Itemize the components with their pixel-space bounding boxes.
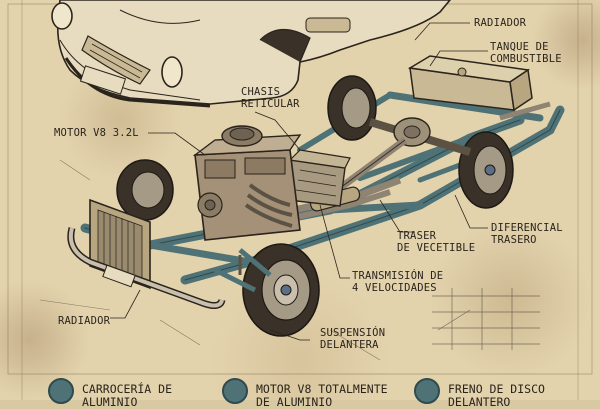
engine-icon bbox=[222, 378, 248, 404]
feature-aluminum-body: CARROCERÍA DE ALUMINIO bbox=[48, 378, 172, 409]
driveshaft bbox=[337, 137, 408, 191]
label-front-suspension: SUSPENSIÓN DELANTERA bbox=[320, 327, 386, 351]
feature-aluminum-engine: MOTOR V8 TOTALMENTE DE ALUMINIO bbox=[222, 378, 388, 409]
label-engine: MOTOR V8 3.2L bbox=[54, 127, 139, 139]
label-radiator-top: RADIADOR bbox=[474, 17, 527, 29]
leader-lines bbox=[110, 22, 488, 341]
label-radiator-bottom: RADIADOR bbox=[58, 315, 111, 327]
transmission bbox=[287, 149, 351, 207]
feature-front-disc-brake: FRENO DE DISCO DELANTERO bbox=[414, 378, 545, 409]
feature-text: MOTOR V8 TOTALMENTE DE ALUMINIO bbox=[256, 382, 388, 409]
measurement-grid bbox=[432, 288, 540, 350]
rear-left-wheel bbox=[327, 75, 377, 141]
rear-axle bbox=[368, 117, 472, 156]
label-rear-axle: TRASER DE VECETIBLE bbox=[397, 230, 476, 254]
fuel-tank bbox=[407, 55, 533, 112]
rear-right-wheel bbox=[458, 131, 514, 209]
label-rear-differential: DIFERENCIAL TRASERO bbox=[491, 222, 563, 246]
chassis-illustration bbox=[7, 0, 593, 400]
label-fuel-tank: TANQUE DE COMBUSTIBLE bbox=[490, 41, 562, 65]
dimension-lines bbox=[39, 159, 381, 361]
body-icon bbox=[48, 378, 74, 404]
label-chassis: CHASIS RETICULAR bbox=[241, 86, 300, 110]
brake-icon bbox=[414, 378, 440, 404]
car-body-shell bbox=[51, 0, 452, 108]
feature-text: FRENO DE DISCO DELANTERO bbox=[448, 382, 545, 409]
front-left-wheel bbox=[116, 159, 174, 221]
label-transmission: TRANSMISIÓN DE 4 VELOCIDADES bbox=[352, 270, 444, 294]
front-suspension bbox=[213, 248, 272, 293]
feature-text: CARROCERÍA DE ALUMINIO bbox=[82, 382, 173, 409]
front-bumper bbox=[67, 227, 226, 309]
v8-engine bbox=[192, 125, 302, 241]
